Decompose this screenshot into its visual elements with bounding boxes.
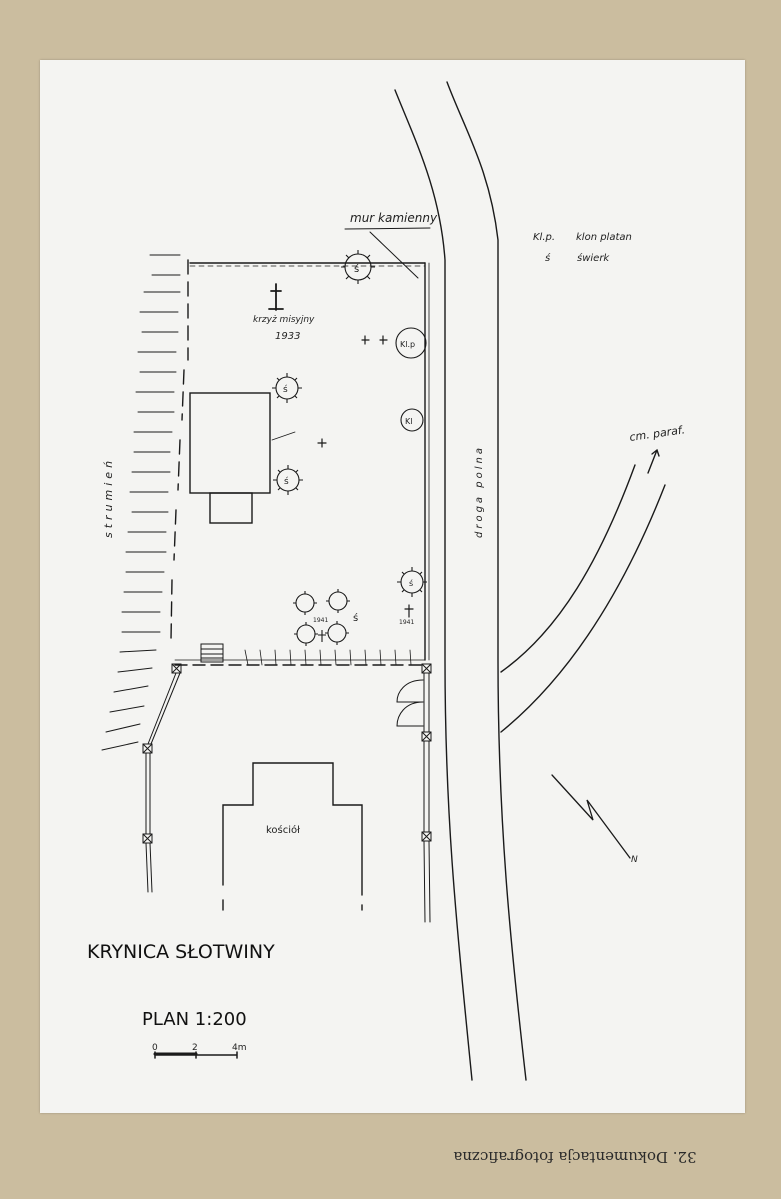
cross-1941 (404, 604, 414, 618)
legend-meaning-s: świerk (577, 252, 610, 264)
upside-down-caption: 32. Dokumentacja fotograficzna (453, 1148, 697, 1166)
label-year-1941-cross: 1941 (399, 619, 414, 626)
tree-spruce-low (273, 465, 303, 495)
mur-leader (344, 227, 431, 279)
scale-tick-4m: 4m (232, 1043, 247, 1053)
right-gate-fence (423, 672, 431, 923)
road-left-edge (394, 89, 473, 1081)
road-right-edge (446, 81, 527, 1081)
tree-label-s-low: ś (284, 476, 289, 487)
cemetery-path-lower (500, 484, 666, 733)
tree-spruce-top (341, 250, 375, 284)
tree-label-s-mid: ś (283, 384, 288, 395)
tree-spruce-right (397, 567, 427, 597)
tree-spruce-mid (272, 373, 302, 403)
tree-label-klp: Kl.p (400, 340, 415, 349)
church-outline (222, 762, 363, 896)
legend-abbr-s: ś (545, 252, 551, 264)
plan-sheet: mur kamienny krzyż misyjny 1933 ś ś ś Kl… (40, 60, 745, 1113)
entrance-steps (200, 643, 224, 663)
tree-maple (400, 408, 424, 432)
gate-posts (142, 663, 432, 844)
plan-scale-label: PLAN 1:200 (142, 1009, 247, 1030)
cemetery-arrow (647, 448, 660, 474)
chapel-building (189, 392, 271, 494)
label-droga-polna: droga polna (474, 445, 485, 538)
group-label-s: ś (353, 612, 358, 624)
plan-title: KRYNICA SŁOTWINY (87, 941, 275, 963)
chapel-annex (209, 492, 253, 524)
label-strumien: strumień (102, 457, 115, 538)
tree-maple-plane (395, 327, 427, 359)
tree-group (293, 589, 350, 646)
left-dashed-fence (170, 259, 189, 641)
legend-abbr-klp: Kl.p. (533, 232, 555, 243)
legend: Kl.p. klon platan ś świerk (533, 232, 632, 264)
label-krzyz-misyjny: krzyż misyjny (253, 315, 315, 325)
label-cm-paraf: cm. paraf. (629, 423, 686, 444)
scale-tick-0: 0 (152, 1043, 158, 1053)
tree-label-s-right: ś (409, 578, 413, 588)
site-plan-drawing: mur kamienny krzyż misyjny 1933 ś ś ś Kl… (87, 81, 686, 1081)
misc-crosses (317, 335, 388, 448)
scale-tick-2: 2 (192, 1043, 198, 1053)
tree-label-kl: Kl (405, 417, 412, 426)
cemetery-path-upper (500, 464, 636, 673)
north-arrow (551, 774, 631, 859)
stream-hatching (101, 254, 181, 751)
label-kosciol: kościół (266, 824, 300, 836)
label-year-1941-group: 1941 (313, 617, 328, 624)
legend-meaning-klp: klon platan (576, 232, 632, 243)
mission-cross (268, 283, 284, 311)
label-mur-kamienny: mur kamienny (350, 211, 438, 225)
tree-label-s-top: ś (354, 263, 359, 275)
left-gate-fence (145, 672, 181, 893)
label-north: N (631, 855, 638, 865)
gate-swing (396, 679, 424, 727)
label-krzyz-year: 1933 (275, 331, 300, 342)
